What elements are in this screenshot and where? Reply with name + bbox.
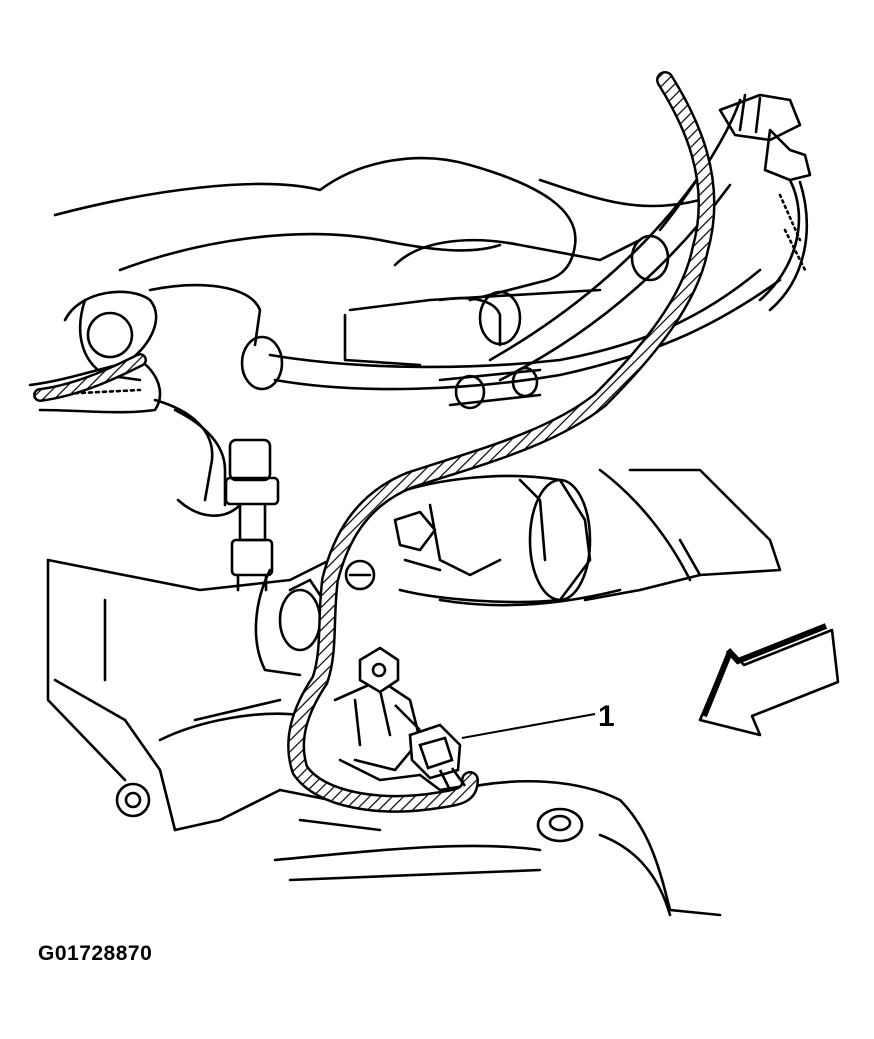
left-sensor-fitting bbox=[224, 438, 280, 592]
electrical-connector-icon bbox=[394, 704, 467, 791]
starter-motor bbox=[344, 474, 622, 607]
bolt-icon bbox=[115, 646, 400, 818]
callout-label: 1 bbox=[598, 700, 615, 733]
callout-leader-line bbox=[461, 713, 596, 739]
left-hose bbox=[28, 358, 242, 517]
lower-right-casting bbox=[273, 780, 722, 917]
figure-code: G01728870 bbox=[38, 942, 153, 965]
top-right-connectors bbox=[718, 93, 812, 312]
wiring-harness bbox=[33, 71, 716, 813]
view-direction-arrow-icon bbox=[698, 623, 840, 737]
intake-manifold bbox=[53, 156, 702, 382]
